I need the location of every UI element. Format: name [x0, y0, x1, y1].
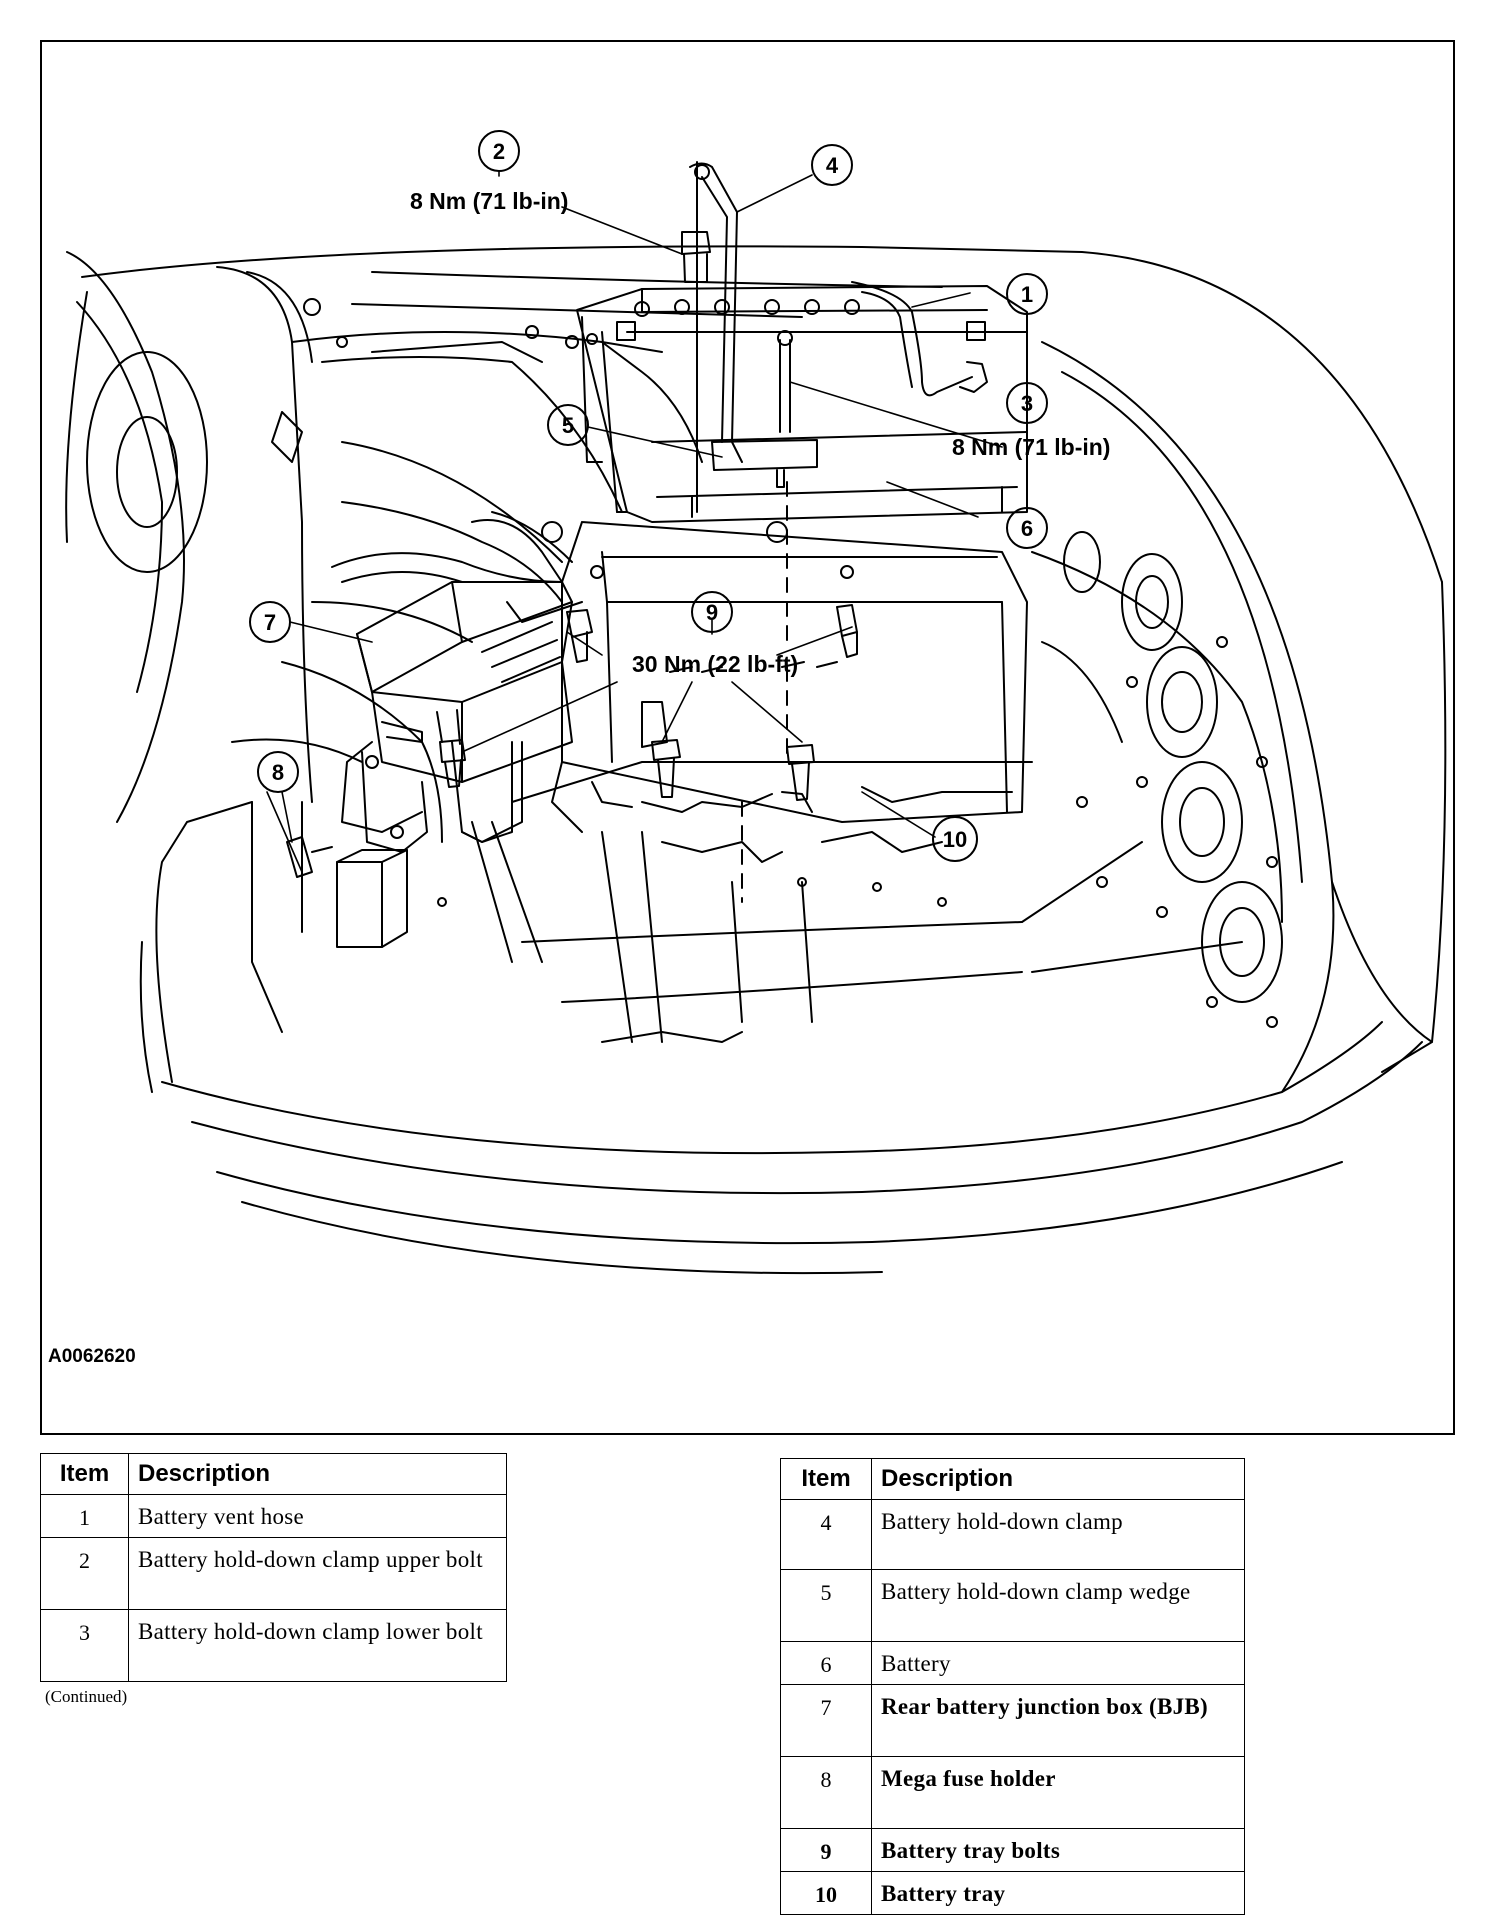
- table-row: 5 Battery hold-down clamp wedge: [780, 1569, 1245, 1642]
- callout-circle: [249, 601, 291, 643]
- callout-7: 7: [264, 610, 276, 635]
- item-description: Battery: [871, 1641, 1245, 1685]
- callout-circle: [932, 816, 978, 862]
- item-description: Battery vent hose: [128, 1494, 507, 1538]
- column-header-description: Description: [871, 1458, 1245, 1500]
- trunk-floor: [437, 481, 1283, 1043]
- legend-table-right: Item Description 4 Battery hold-down cla…: [780, 1458, 1245, 1915]
- callout-5: 5: [562, 413, 574, 438]
- junction-box: [331, 511, 573, 853]
- table-row: 8 Mega fuse holder: [780, 1756, 1245, 1829]
- column-header-item: Item: [40, 1453, 129, 1495]
- diagram-frame: 1 2 3 4 5 6 7 8 9 10 8 Nm (71 lb-in) 8 N…: [40, 40, 1455, 1435]
- torque-label-item3: 8 Nm (71 lb-in): [952, 434, 1110, 460]
- table-row: 7 Rear battery junction box (BJB): [780, 1684, 1245, 1757]
- item-number: 9: [780, 1828, 872, 1872]
- item-number: 8: [780, 1756, 872, 1829]
- table-row: 2 Battery hold-down clamp upper bolt: [40, 1537, 507, 1610]
- table-row: 1 Battery vent hose: [40, 1494, 507, 1538]
- callout-circle: [1006, 382, 1048, 424]
- callout-circle: [257, 751, 299, 793]
- battery: [576, 285, 1028, 523]
- callout-circle: [1006, 507, 1048, 549]
- callout-8: 8: [272, 760, 284, 785]
- callout-3: 3: [1021, 391, 1033, 416]
- item-description: Battery hold-down clamp upper bolt: [128, 1537, 507, 1610]
- item-description: Rear battery junction box (BJB): [871, 1684, 1245, 1757]
- figure-id: A0062620: [48, 1346, 136, 1367]
- hold-down-clamp: [681, 161, 818, 513]
- table-row: 4 Battery hold-down clamp: [780, 1499, 1245, 1570]
- item-number: 3: [40, 1609, 129, 1682]
- item-number: 2: [40, 1537, 129, 1610]
- callout-10: 10: [943, 827, 967, 852]
- table-row: 9 Battery tray bolts: [780, 1828, 1245, 1872]
- callout-circle: [547, 404, 589, 446]
- leader-lines: [266, 170, 1028, 873]
- item-description: Battery hold-down clamp wedge: [871, 1569, 1245, 1642]
- battery-diagram: 1 2 3 4 5 6 7 8 9 10 8 Nm (71 lb-in) 8 N…: [65, 130, 1447, 1275]
- torque-label-item9: 30 Nm (22 lb-ft): [632, 651, 798, 677]
- callout-2: 2: [493, 139, 505, 164]
- callout-circles: [249, 130, 1048, 862]
- table-header-row: Item Description: [40, 1453, 507, 1495]
- callout-circle: [478, 130, 520, 172]
- upper-shelf: [336, 271, 943, 363]
- column-header-description: Description: [128, 1453, 507, 1495]
- callout-6: 6: [1021, 516, 1033, 541]
- mega-fuse-holder: [286, 836, 408, 948]
- item-number: 4: [780, 1499, 872, 1570]
- table-row: 3 Battery hold-down clamp lower bolt: [40, 1609, 507, 1682]
- item-number: 6: [780, 1641, 872, 1685]
- trunk-rim: [65, 245, 1447, 1275]
- battery-vent-hose: [851, 281, 988, 397]
- item-description: Battery hold-down clamp: [871, 1499, 1245, 1570]
- callout-circle: [1006, 273, 1048, 315]
- table-header-row: Item Description: [780, 1458, 1245, 1500]
- callout-1: 1: [1021, 282, 1033, 307]
- item-description: Mega fuse holder: [871, 1756, 1245, 1829]
- column-header-item: Item: [780, 1458, 872, 1500]
- item-number: 1: [40, 1494, 129, 1538]
- callout-9: 9: [706, 600, 718, 625]
- table-row: 6 Battery: [780, 1641, 1245, 1685]
- continued-note: (Continued): [45, 1687, 128, 1706]
- legend-table-left: Item Description 1 Battery vent hose 2 B…: [40, 1453, 507, 1682]
- item-description: Battery tray bolts: [871, 1828, 1245, 1872]
- item-description: Battery hold-down clamp lower bolt: [128, 1609, 507, 1682]
- left-interior: [66, 251, 703, 1033]
- item-description: Battery tray: [871, 1871, 1245, 1915]
- battery-tray: [451, 521, 1033, 863]
- torque-label-item2: 8 Nm (71 lb-in): [410, 188, 568, 214]
- item-number: 5: [780, 1569, 872, 1642]
- item-number: 10: [780, 1871, 872, 1915]
- item-number: 7: [780, 1684, 872, 1757]
- callout-4: 4: [826, 153, 839, 178]
- callout-circle: [691, 591, 733, 633]
- tray-bolts: [439, 604, 858, 801]
- table-row: 10 Battery tray: [780, 1871, 1245, 1915]
- callout-circle: [811, 144, 853, 186]
